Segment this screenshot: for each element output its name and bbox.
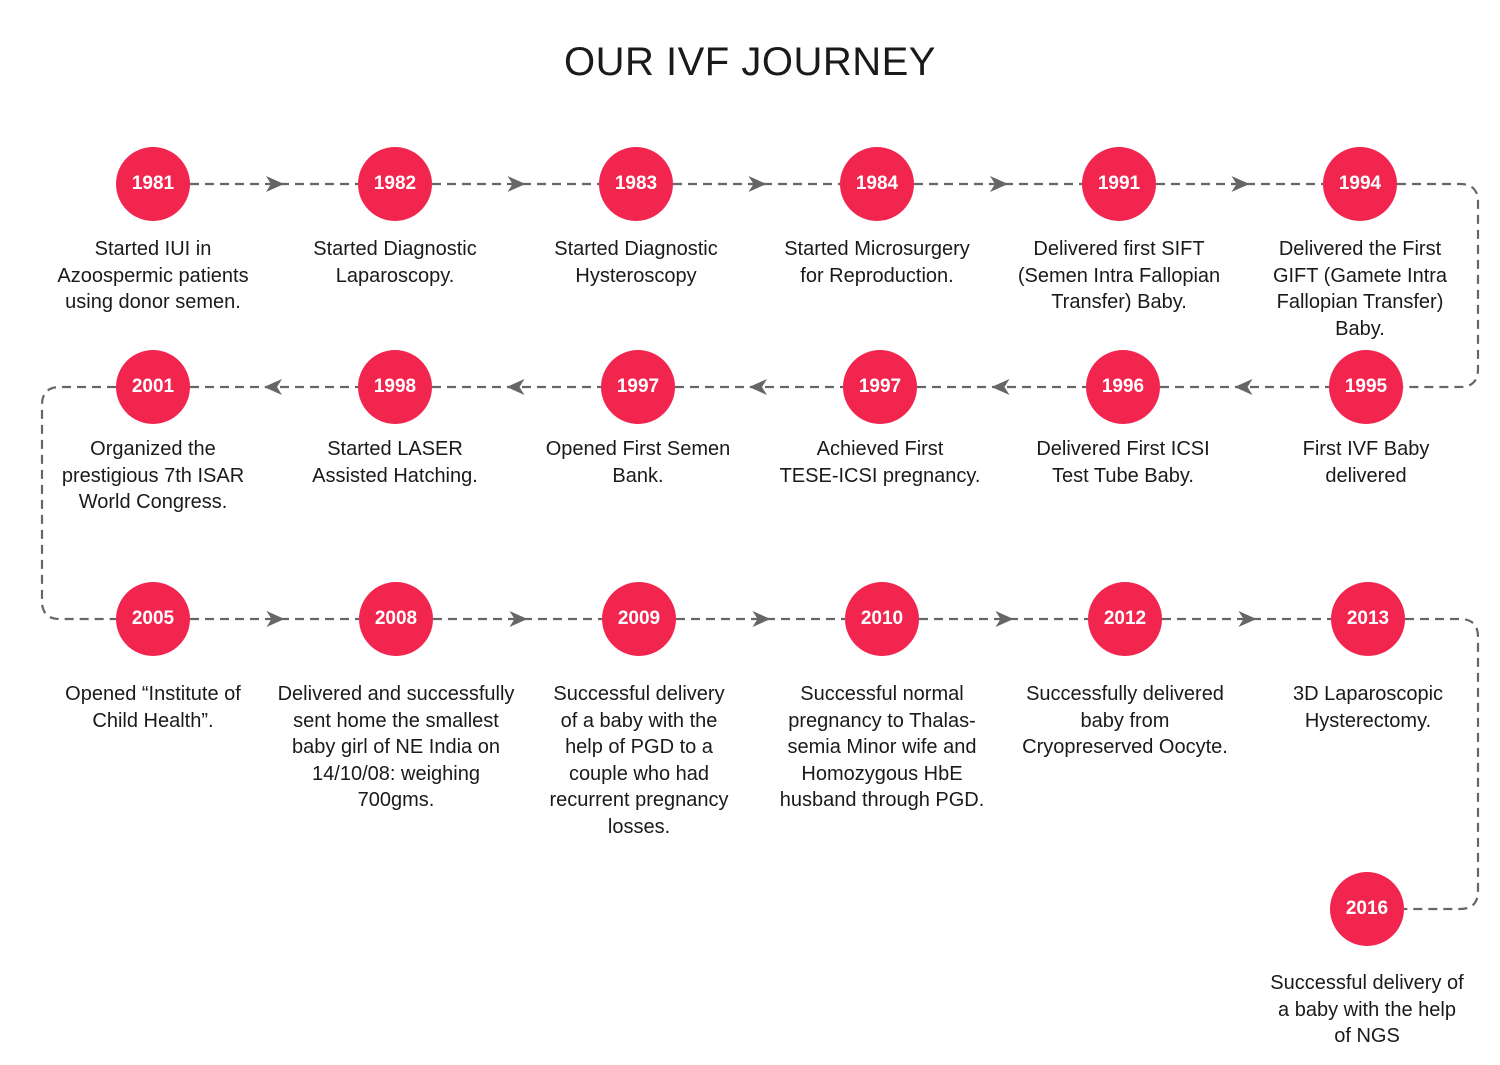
year-badge: 2013: [1331, 582, 1405, 656]
milestone-description: Delivered and successfully sent home the…: [277, 683, 515, 812]
arrow-head-icon: [266, 176, 284, 192]
year-badge: 2008: [359, 582, 433, 656]
arrow-head-icon: [1231, 176, 1250, 192]
year-badge: 2012: [1088, 582, 1162, 656]
year-badge: 1982: [358, 147, 432, 221]
milestone-description: Delivered First ICSI Test Tube Baby.: [1036, 438, 1210, 487]
milestone-description: Successful normal pregnancy to Thalas- s…: [779, 683, 985, 812]
milestone-description: Opened First Semen Bank.: [545, 438, 731, 487]
connector-curve-left: [40, 385, 116, 621]
arrow-head-icon: [509, 611, 528, 627]
milestone-description: Achieved First TESE-ICSI pregnancy.: [779, 438, 981, 487]
milestone-description: Successful delivery of a baby with the h…: [1270, 972, 1464, 1048]
milestone-description: Started Diagnostic Laparoscopy.: [313, 238, 477, 287]
arrow-head-icon: [264, 379, 282, 395]
year-badge: 1984: [840, 147, 914, 221]
milestone-description: Started Diagnostic Hysteroscopy: [554, 238, 718, 287]
arrow-head-icon: [752, 611, 771, 627]
arrow-head-icon: [507, 176, 526, 192]
milestone-description: Started IUI in Azoospermic patients usin…: [57, 238, 249, 314]
year-badge: 1983: [599, 147, 673, 221]
arrow-head-icon: [991, 379, 1010, 395]
year-badge: 1997: [601, 350, 675, 424]
year-badge: 2010: [845, 582, 919, 656]
connector-curve-right-2: [1404, 617, 1480, 911]
milestone-description: Delivered the First GIFT (Gamete Intra F…: [1272, 238, 1448, 340]
milestone-description: Successfully delivered baby from Cryopre…: [1022, 683, 1228, 759]
milestone-description: First IVF Baby delivered: [1302, 438, 1430, 487]
page-title: OUR IVF JOURNEY: [564, 40, 936, 84]
arrow-head-icon: [1234, 379, 1253, 395]
arrow-head-icon: [995, 611, 1014, 627]
milestone-description: Delivered first SIFT (Semen Intra Fallop…: [1017, 238, 1221, 314]
arrow-head-icon: [749, 379, 767, 395]
year-badge: 1981: [116, 147, 190, 221]
arrow-head-icon: [748, 176, 767, 192]
arrow-head-icon: [990, 176, 1008, 192]
year-badge: 2001: [116, 350, 190, 424]
milestone-description: Opened “Institute of Child Health”.: [65, 683, 241, 732]
year-badge: 1994: [1323, 147, 1397, 221]
arrow-head-icon: [266, 611, 285, 627]
arrow-head-icon: [1238, 611, 1257, 627]
year-badge: 1997: [843, 350, 917, 424]
arrow-head-icon: [506, 379, 525, 395]
milestone-description: Successful delivery of a baby with the h…: [549, 683, 729, 838]
year-badge: 1991: [1082, 147, 1156, 221]
milestone-description: Organized the prestigious 7th ISAR World…: [61, 438, 245, 514]
year-badge: 1996: [1086, 350, 1160, 424]
year-badge: 2009: [602, 582, 676, 656]
year-badge: 2016: [1330, 872, 1404, 946]
year-badge: 1998: [358, 350, 432, 424]
year-badge: 1995: [1329, 350, 1403, 424]
milestone-description: 3D Laparoscopic Hysterectomy.: [1292, 683, 1444, 732]
milestone-description: Started Microsurgery for Reproduction.: [784, 238, 970, 287]
year-badge: 2005: [116, 582, 190, 656]
milestone-description: Started LASER Assisted Hatching.: [312, 438, 478, 487]
